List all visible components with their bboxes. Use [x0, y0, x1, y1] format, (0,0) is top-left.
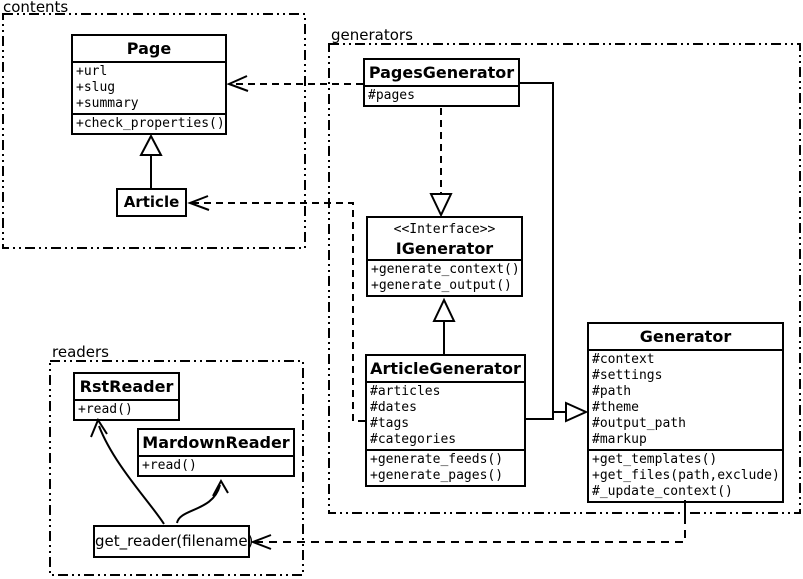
attribute: #pages: [368, 88, 415, 103]
attribute: #dates: [370, 400, 417, 415]
attribute: #output_path: [592, 416, 686, 431]
open-arrowhead-page: [226, 75, 249, 92]
attribute: #categories: [370, 432, 457, 447]
open-arrowhead-getreader: [250, 534, 272, 550]
methods-section: +generate_context() +generate_output(): [368, 259, 521, 295]
attributes-section: #pages: [365, 85, 518, 105]
get-reader-label: get_reader(filename): [95, 532, 254, 550]
package-label-generators: generators: [331, 26, 413, 44]
class-title-article-generator: ArticleGenerator: [370, 359, 521, 378]
attribute: #articles: [370, 384, 441, 399]
class-title-igenerator: <<Interface>> IGenerator: [368, 218, 521, 259]
attribute: #path: [592, 384, 632, 399]
methods-section: +get_templates() +get_files(path,exclude…: [589, 449, 782, 501]
methods-section: +read(): [139, 455, 293, 475]
method: +generate_context(): [371, 262, 520, 277]
edge-getreader-to-mardownreader: [176, 484, 221, 524]
attribute: #context: [592, 352, 655, 367]
method: +generate_output(): [371, 278, 512, 293]
method: +check_properties(): [76, 116, 225, 131]
package-label-contents: contents: [3, 0, 69, 16]
attribute: +summary: [76, 96, 139, 111]
inheritance-arrowhead-igenerator: [432, 297, 456, 322]
class-node-article[interactable]: Article: [116, 188, 187, 217]
method: #_update_context(): [592, 484, 733, 499]
class-title-page: Page: [126, 39, 172, 58]
open-arrowhead-article: [187, 195, 210, 211]
package-label-readers: readers: [52, 343, 109, 361]
methods-section: +generate_feeds() +generate_pages(): [367, 449, 524, 485]
attribute: #theme: [592, 400, 639, 415]
stereotype-label: <<Interface>>: [393, 222, 496, 237]
class-node-pages-generator[interactable]: PagesGenerator #pages: [363, 58, 520, 107]
attribute: #markup: [592, 432, 647, 447]
class-node-article-generator[interactable]: ArticleGenerator #articles #dates #tags …: [365, 354, 526, 487]
attribute: +url: [76, 64, 108, 79]
method: +generate_feeds(): [370, 452, 504, 467]
method: +read(): [142, 458, 197, 473]
class-title-mardown-reader: MardownReader: [142, 433, 290, 452]
class-node-mardown-reader[interactable]: MardownReader +read(): [137, 428, 295, 477]
attributes-section: #articles #dates #tags #categories: [367, 381, 524, 449]
inheritance-arrowhead-page: [139, 133, 163, 156]
class-node-page[interactable]: Page +url +slug +summary +check_properti…: [71, 34, 227, 135]
class-title-generator: Generator: [639, 327, 732, 346]
edge-pagesgenerator-to-generator: [520, 82, 566, 413]
inheritance-arrowhead-generator: [565, 401, 589, 423]
open-arrowhead-rstreader: [90, 417, 108, 438]
edge-articlegenerator-to-article: [192, 202, 365, 422]
class-title-article: Article: [123, 193, 180, 211]
class-title-rst-reader: RstReader: [79, 377, 174, 396]
node-get-reader[interactable]: get_reader(filename): [93, 525, 254, 558]
edge-generator-to-getreader: [255, 516, 686, 543]
edge-articlegenerator-to-generator: [526, 412, 554, 420]
attributes-section: +url +slug +summary: [73, 61, 225, 113]
realization-arrowhead-igenerator: [429, 193, 453, 218]
method: +get_templates(): [592, 452, 718, 467]
class-node-rst-reader[interactable]: RstReader +read(): [73, 372, 180, 421]
methods-section: +read(): [75, 399, 178, 419]
open-arrowhead-mardownreader: [212, 478, 229, 497]
method: +read(): [78, 402, 133, 417]
class-title-pages-generator: PagesGenerator: [368, 63, 515, 82]
class-node-igenerator[interactable]: <<Interface>> IGenerator +generate_conte…: [366, 216, 523, 297]
class-title-text: IGenerator: [395, 239, 494, 258]
attribute: +slug: [76, 80, 116, 95]
method: +generate_pages(): [370, 468, 504, 483]
attributes-section: #context #settings #path #theme #output_…: [589, 349, 782, 449]
attribute: #tags: [370, 416, 410, 431]
class-node-generator[interactable]: Generator #context #settings #path #them…: [587, 322, 784, 503]
methods-section: +check_properties(): [73, 113, 225, 133]
method: +get_files(path,exclude): [592, 468, 780, 483]
attribute: #settings: [592, 368, 663, 383]
